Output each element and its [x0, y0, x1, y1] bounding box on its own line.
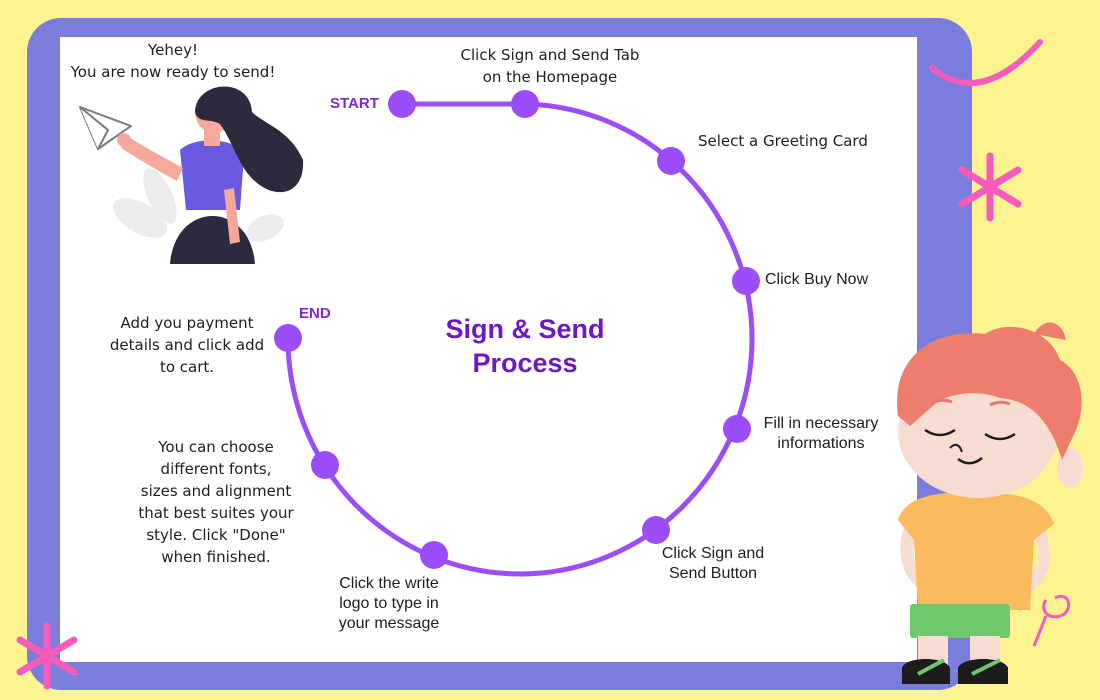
boy-illustration	[896, 322, 1083, 684]
end-label: END	[299, 305, 331, 322]
step-label-5: Click Sign and Send Button	[661, 545, 765, 582]
step-node	[642, 516, 670, 544]
step-label-7: You can choose different fonts, sizes an…	[138, 438, 294, 566]
pink-asterisk-icon	[958, 152, 1022, 222]
step-node	[511, 90, 539, 118]
step-label-2: Select a Greeting Card	[698, 132, 868, 150]
step-node	[657, 147, 685, 175]
step-node	[311, 451, 339, 479]
start-label: START	[330, 95, 379, 112]
diagram-title: Sign & Send Process	[445, 314, 605, 378]
step-node	[420, 541, 448, 569]
step-label-8: Add you payment details and click add to…	[109, 314, 265, 376]
step-label-4: Fill in necessary informations	[763, 415, 879, 452]
step-label-1: Click Sign and Send Tab on the Homepage	[460, 46, 640, 86]
step-node	[723, 415, 751, 443]
greeting-text: Yehey! You are now ready to send!	[70, 41, 276, 81]
pink-asterisk-icon	[16, 622, 78, 690]
step-label-3: Click Buy Now	[765, 271, 869, 288]
start-node	[388, 90, 416, 118]
paper-plane-icon	[79, 106, 132, 150]
woman-illustration	[112, 86, 304, 264]
pink-swoosh-icon	[929, 39, 1043, 86]
end-node	[274, 324, 302, 352]
step-label-6: Click the write logo to type in your mes…	[338, 575, 440, 632]
step-node	[732, 267, 760, 295]
